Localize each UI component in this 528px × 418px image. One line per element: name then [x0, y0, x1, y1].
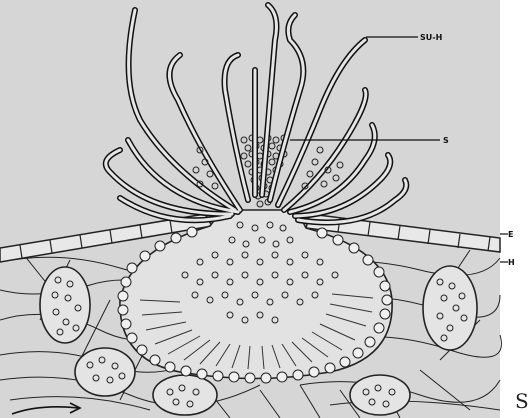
page-margin [500, 0, 528, 418]
label-s: S [443, 136, 449, 145]
label-h: H [508, 258, 515, 267]
label-su-h: SU-H [420, 33, 442, 42]
trailing-caption-char: S [515, 391, 528, 411]
host-cell-lower-middle [153, 375, 217, 415]
host-cell-lower-left [75, 348, 135, 396]
host-cell-lower-right [350, 375, 410, 415]
host-cell-left [40, 267, 90, 343]
host-cell-right [423, 266, 477, 350]
label-e: E [508, 230, 513, 239]
